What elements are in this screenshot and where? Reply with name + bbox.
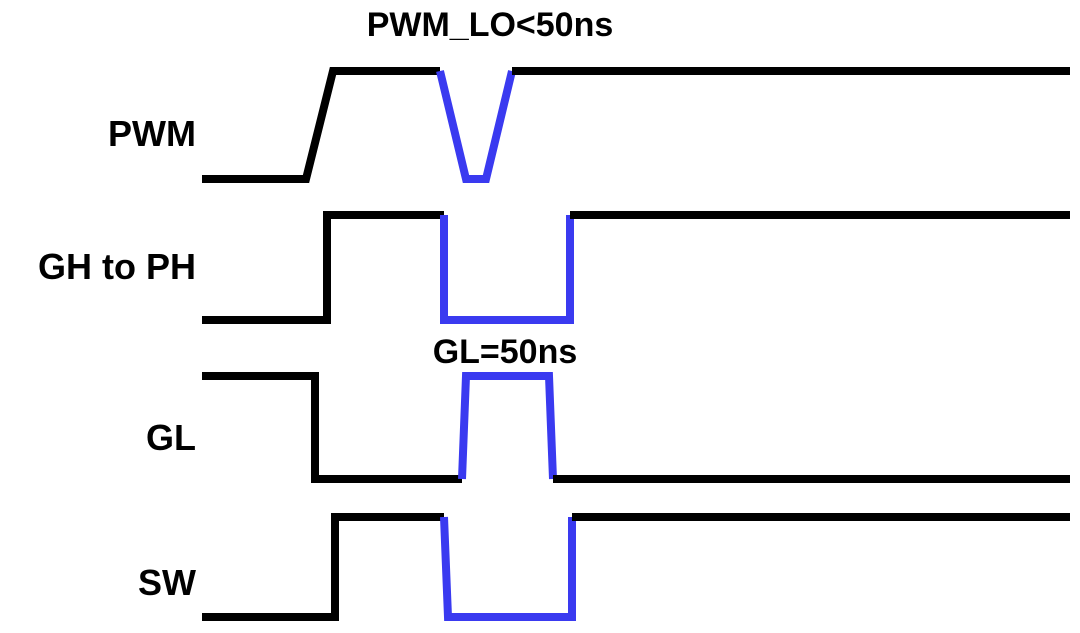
signal-label-sw: SW: [138, 562, 196, 603]
gl-waveform: [202, 372, 1070, 483]
sw-waveform: [202, 513, 1070, 621]
sw-trace-low-pulse: [440, 516, 576, 621]
gh-to-ph-waveform: [202, 211, 1070, 324]
gl-trace-normal: [202, 372, 462, 483]
pwm-trace-low-glitch: [436, 70, 516, 183]
gh-trace-normal: [202, 211, 444, 324]
pwm-waveform: [202, 67, 1070, 183]
pwm-low-annotation: PWM_LO<50ns: [367, 6, 614, 44]
signal-label-pwm: PWM: [108, 113, 196, 154]
signal-label-gl: GL: [146, 417, 196, 458]
gh-trace-low-pulse: [440, 215, 574, 324]
pwm-trace-normal: [202, 67, 440, 183]
sw-trace-normal: [202, 513, 444, 621]
signal-label-gh-to-ph: GH to PH: [38, 246, 196, 287]
gl-pulse-annotation: GL=50ns: [433, 333, 578, 371]
gl-trace-high-pulse: [458, 372, 557, 480]
